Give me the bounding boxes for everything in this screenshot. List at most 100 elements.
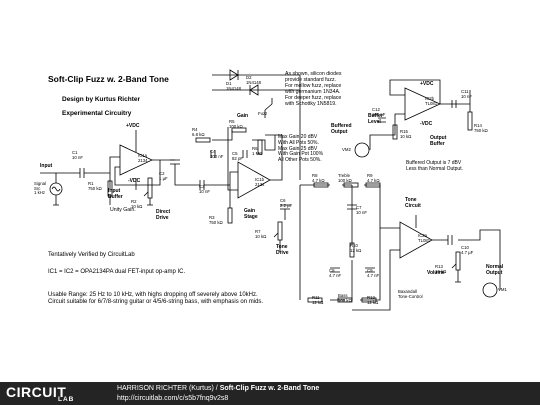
pot-bass [337,297,353,303]
ic1a-feedback [114,130,175,190]
label-line: 1 MΩ [252,150,263,156]
label-line: C10 [461,245,469,250]
credit-project[interactable]: Soft-Clip Fuzz w. 2-Band Tone [219,385,320,392]
label-line: 2134 [255,181,265,187]
label-tone-drive: Tone Drive [276,244,289,256]
capacitor-c8 [330,267,340,273]
label-line: R12 [367,295,375,300]
label-line: R10 [350,243,358,248]
pot-wiper-r7 [273,232,281,252]
label-line: Gain [244,208,256,214]
author-line: Design by Kurtus Richter [62,96,141,103]
schematic-title: Soft-Clip Fuzz w. 2-Band Tone [48,74,169,84]
label-line: C1 [72,150,78,155]
label-line: Drive [156,214,169,221]
label-direct-drive: Direct Drive [156,209,171,221]
label-line: 1N4148 [246,79,262,85]
label-r9: R9 4.7 kΩ [367,173,380,183]
diode-note-line: with germanium 1N34A. [285,88,341,95]
label-line: Tone-Control [398,293,423,299]
gain-note: Max Gain 20 dBV With All Pots 50%. Max G… [278,134,324,164]
label-line: 12 kΩ [350,247,362,253]
diode-note-line: provide standard fuzz. [285,76,337,83]
resistor-r1 [107,180,113,197]
label-c1: C1 10 nF [72,150,83,160]
resistor-r13 [455,251,461,271]
resistor-r14 [467,111,473,131]
label-line: C11 [461,89,469,94]
label-signal-src: Signal Src 1 kHz [34,181,46,196]
label-c10: C10 4.7 µF [461,245,473,255]
ic-note: IC1 = IC2 = OPA2134PA dual FET-input op-… [48,269,186,275]
label-line: Src [34,185,41,191]
logo-sub-text: LAB [58,396,75,403]
label-bass: Bass 100 kΩ [338,293,352,303]
label-line: 300 nF [210,153,224,159]
label-line: R1 [88,181,94,186]
label-vcc-plus-2: +VDC [420,81,434,87]
credit-line: HARRISON RICHTER (Kurtus) / Soft-Clip Fu… [117,385,319,392]
label-c3: C3 10 nF [199,184,210,194]
circuitlab-logo[interactable]: CIRCUIT LAB [6,384,94,403]
pot-treble [343,182,359,188]
gain-input-wiring [174,171,238,208]
credit-author[interactable]: HARRISON RICHTER (Kurtus) [117,385,214,392]
label-line: 12 kΩ [367,299,379,305]
label-line: Drive [276,249,289,256]
ic2b-wiring [369,79,471,150]
label-line: 100 kΩ [338,177,352,183]
label-line: Direct [156,209,171,215]
label-d1: D1 1N4148 [226,81,242,91]
label-line: R4 [192,127,198,132]
label-line: Signal [34,181,46,186]
label-line: Output [486,269,503,276]
label-buffered-output: Buffered Output [331,123,352,135]
tone-wiring [299,184,400,301]
capacitor-c2 [170,159,180,175]
label-d2: D2 1N4148 [246,75,262,85]
label-line: 1N4148 [226,85,242,91]
label-line: C2 [159,171,165,176]
label-line: C3 [199,184,205,189]
capacitor-c7 [347,204,357,210]
label-tone-circuit: Tone Circuit [405,197,421,209]
label-c4: C4 300 nF [210,149,224,159]
gain-note-line: Max Gain 25 dBV [278,145,318,152]
capacitor-c9 [365,267,375,273]
label-line: 4.7 nF [367,272,380,278]
label-vcc-minus-1: -VDC [128,178,141,184]
project-url[interactable]: http://circuitlab.com/c/s5b7fnq9v2s8 [117,395,229,402]
resistor-r15 [392,124,398,140]
label-line: Stage [244,213,258,220]
label-c6: C6 2.2 µF [280,198,292,208]
capacitor-c6 [280,204,290,220]
label-line: 4.7 kΩ [312,177,325,183]
label-line: 100 nF [372,111,386,117]
label-c5: C5 82 pF [232,151,243,161]
label-line: IC1a [138,153,148,158]
label-input: Input [40,163,53,169]
diode-note: As shown, silicon diodes provide standar… [285,71,342,108]
label-line: R7 [255,229,261,234]
ic2a-wiring [352,215,501,311]
label-line: IC2b [425,96,435,101]
label-line: 750 kΩ [209,219,223,225]
unity-gain-note: Unity Gain. [110,207,136,213]
label-r7: R7 10 kΩ [255,229,266,239]
label-line: R15 [400,129,408,134]
label-line: 82 pF [232,155,243,161]
label-line: 10 nF [461,93,472,99]
label-line: Output [331,128,348,135]
resistor-r2 [147,177,153,199]
label-line: TL081 [425,100,438,106]
label-line: Buffer [368,113,383,119]
label-line: Bass [338,293,348,298]
gain-note-line: With Gain Pot 100% [278,151,324,158]
verified-note: Tentatively Verified by CircuitLab [48,252,135,258]
gain-feedback [212,74,301,191]
label-line: 10 nF [199,188,210,194]
label-volume: Volume [427,270,445,276]
diode-d1 [229,69,239,81]
label-line: C5 [232,151,238,156]
label-line: C12 [372,107,380,112]
